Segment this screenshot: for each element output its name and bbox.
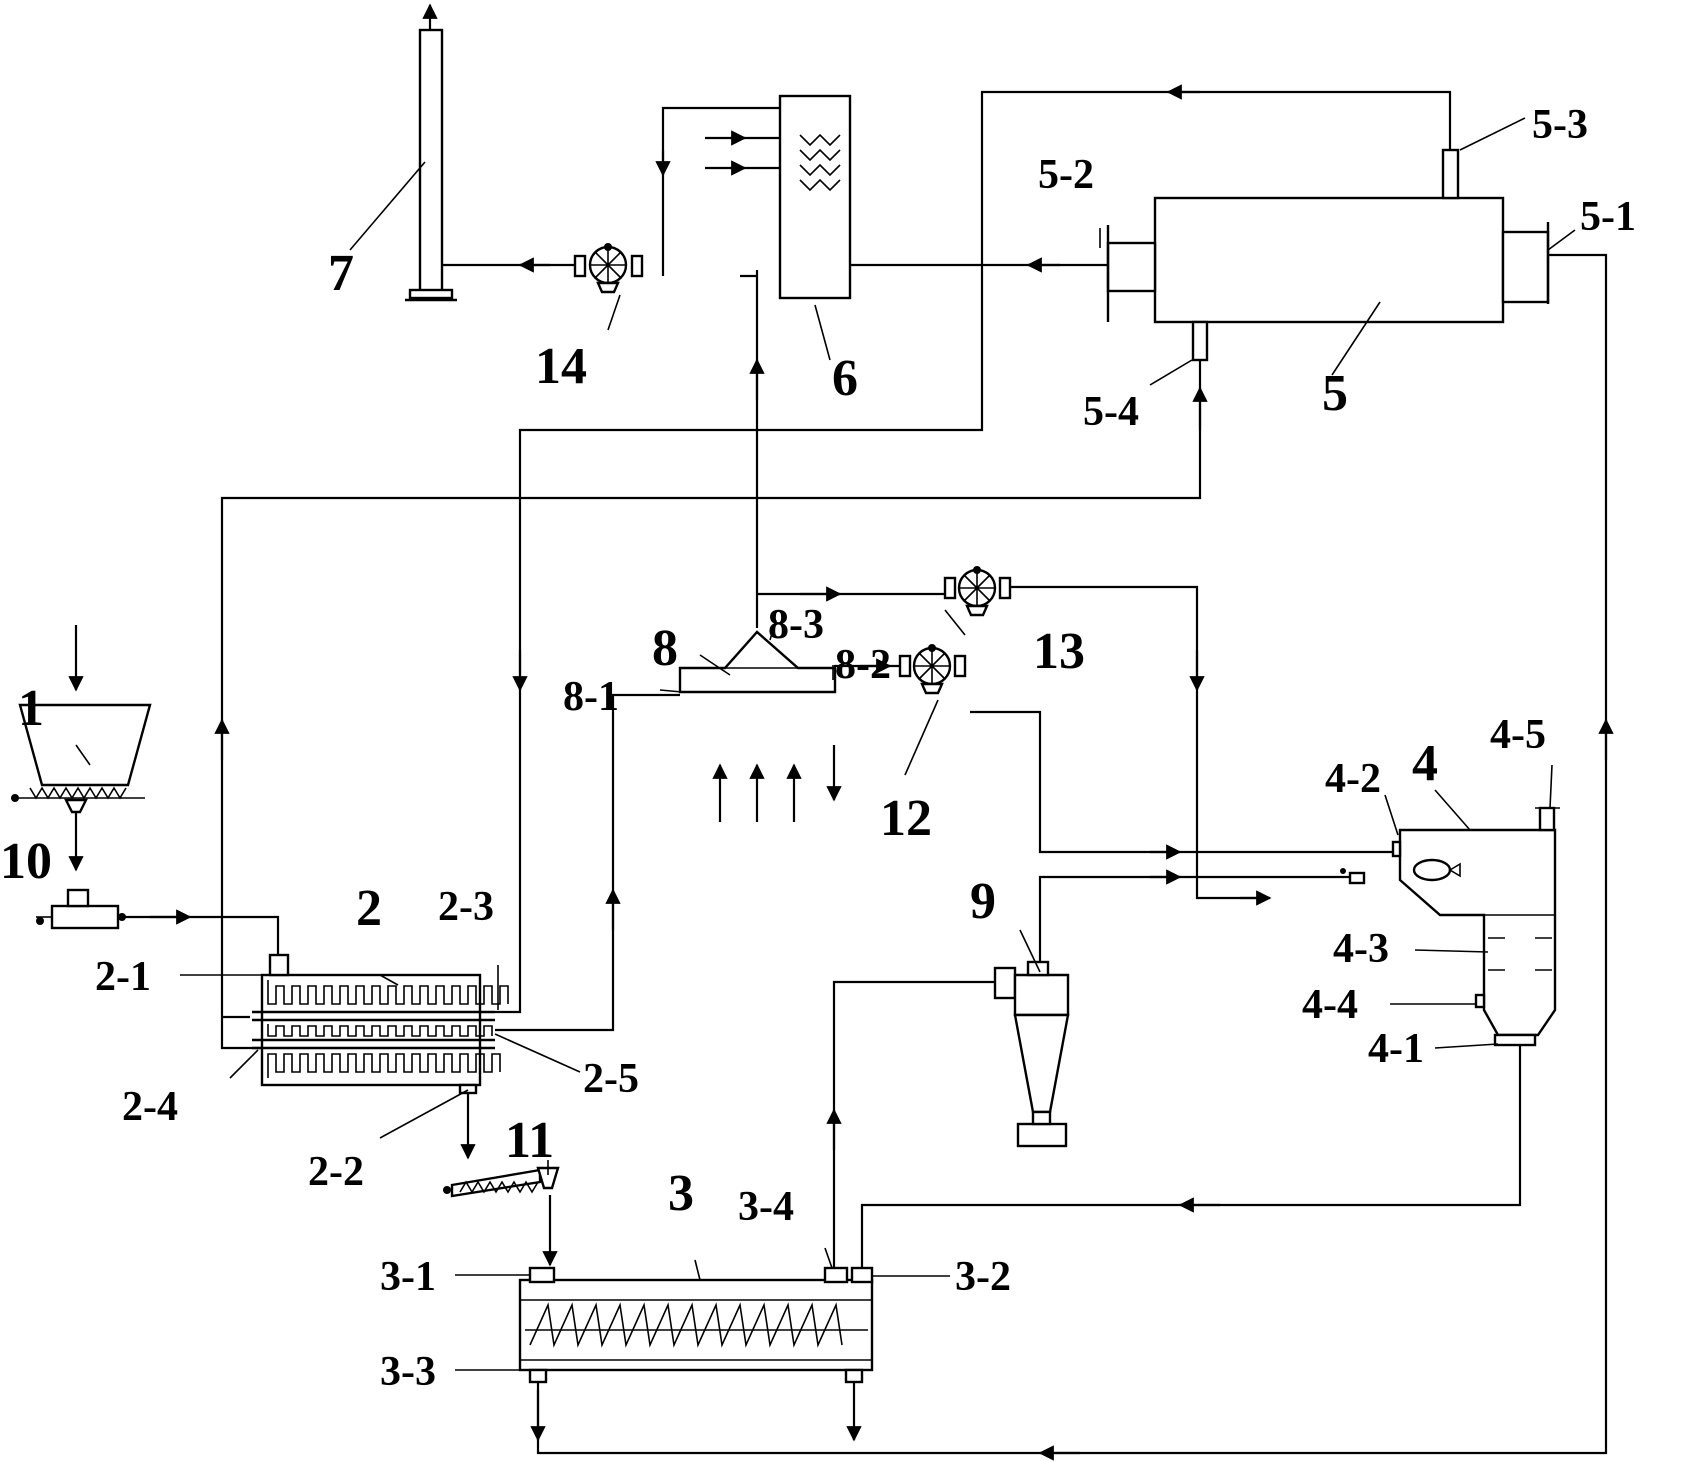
label-1: 1 xyxy=(18,680,44,737)
label-4-3: 4-3 xyxy=(1333,926,1389,972)
label-3: 3 xyxy=(668,1165,694,1222)
label-8-2: 8-2 xyxy=(835,642,891,688)
label-5-3: 5-3 xyxy=(1532,102,1588,148)
label-2-2: 2-2 xyxy=(308,1149,364,1195)
feeder-10 xyxy=(36,888,126,930)
label-4-2: 4-2 xyxy=(1325,756,1381,802)
label-3-1: 3-1 xyxy=(380,1254,436,1300)
label-10: 10 xyxy=(0,833,52,890)
label-4-4: 4-4 xyxy=(1302,982,1358,1028)
label-2-4: 2-4 xyxy=(122,1084,178,1130)
fan-13 xyxy=(943,566,1012,617)
label-2: 2 xyxy=(356,880,382,937)
chimney-7 xyxy=(405,28,457,302)
combustor-4 xyxy=(1340,806,1560,1047)
label-13: 13 xyxy=(1033,623,1085,680)
label-11: 11 xyxy=(505,1112,554,1169)
label-4-1: 4-1 xyxy=(1368,1026,1424,1072)
label-2-1: 2-1 xyxy=(95,954,151,1000)
hopper-1 xyxy=(11,703,152,814)
label-4: 4 xyxy=(1412,735,1438,792)
reactor-3 xyxy=(518,1266,874,1384)
label-5-4: 5-4 xyxy=(1083,389,1139,435)
fan-12 xyxy=(898,644,967,695)
label-8-1: 8-1 xyxy=(563,674,619,720)
label-5-2: 5-2 xyxy=(1038,152,1094,198)
label-6: 6 xyxy=(832,350,858,407)
screw-conveyor-11 xyxy=(443,1166,560,1198)
hood-8 xyxy=(678,630,837,694)
label-7: 7 xyxy=(328,245,354,302)
label-4-5: 4-5 xyxy=(1490,712,1546,758)
dryer-2 xyxy=(252,953,509,1095)
label-2-5: 2-5 xyxy=(583,1056,639,1102)
label-8: 8 xyxy=(652,620,678,677)
heat-exchanger-5 xyxy=(1106,148,1550,362)
label-3-4: 3-4 xyxy=(738,1184,794,1230)
labels: 1 2 3 4 5 6 7 8 9 10 11 12 13 14 2-1 2-2… xyxy=(0,102,1636,1395)
leader-lines xyxy=(75,117,1576,1371)
label-5: 5 xyxy=(1322,365,1348,422)
scrubber-6 xyxy=(778,94,852,300)
label-8-3: 8-3 xyxy=(768,602,824,648)
label-9: 9 xyxy=(970,873,996,930)
cyclone-9 xyxy=(993,960,1070,1148)
label-14: 14 xyxy=(535,338,587,395)
label-12: 12 xyxy=(880,790,932,847)
fan-14 xyxy=(573,243,644,294)
label-3-3: 3-3 xyxy=(380,1349,436,1395)
label-2-3: 2-3 xyxy=(438,884,494,930)
label-3-2: 3-2 xyxy=(955,1254,1011,1300)
label-5-1: 5-1 xyxy=(1580,194,1636,240)
